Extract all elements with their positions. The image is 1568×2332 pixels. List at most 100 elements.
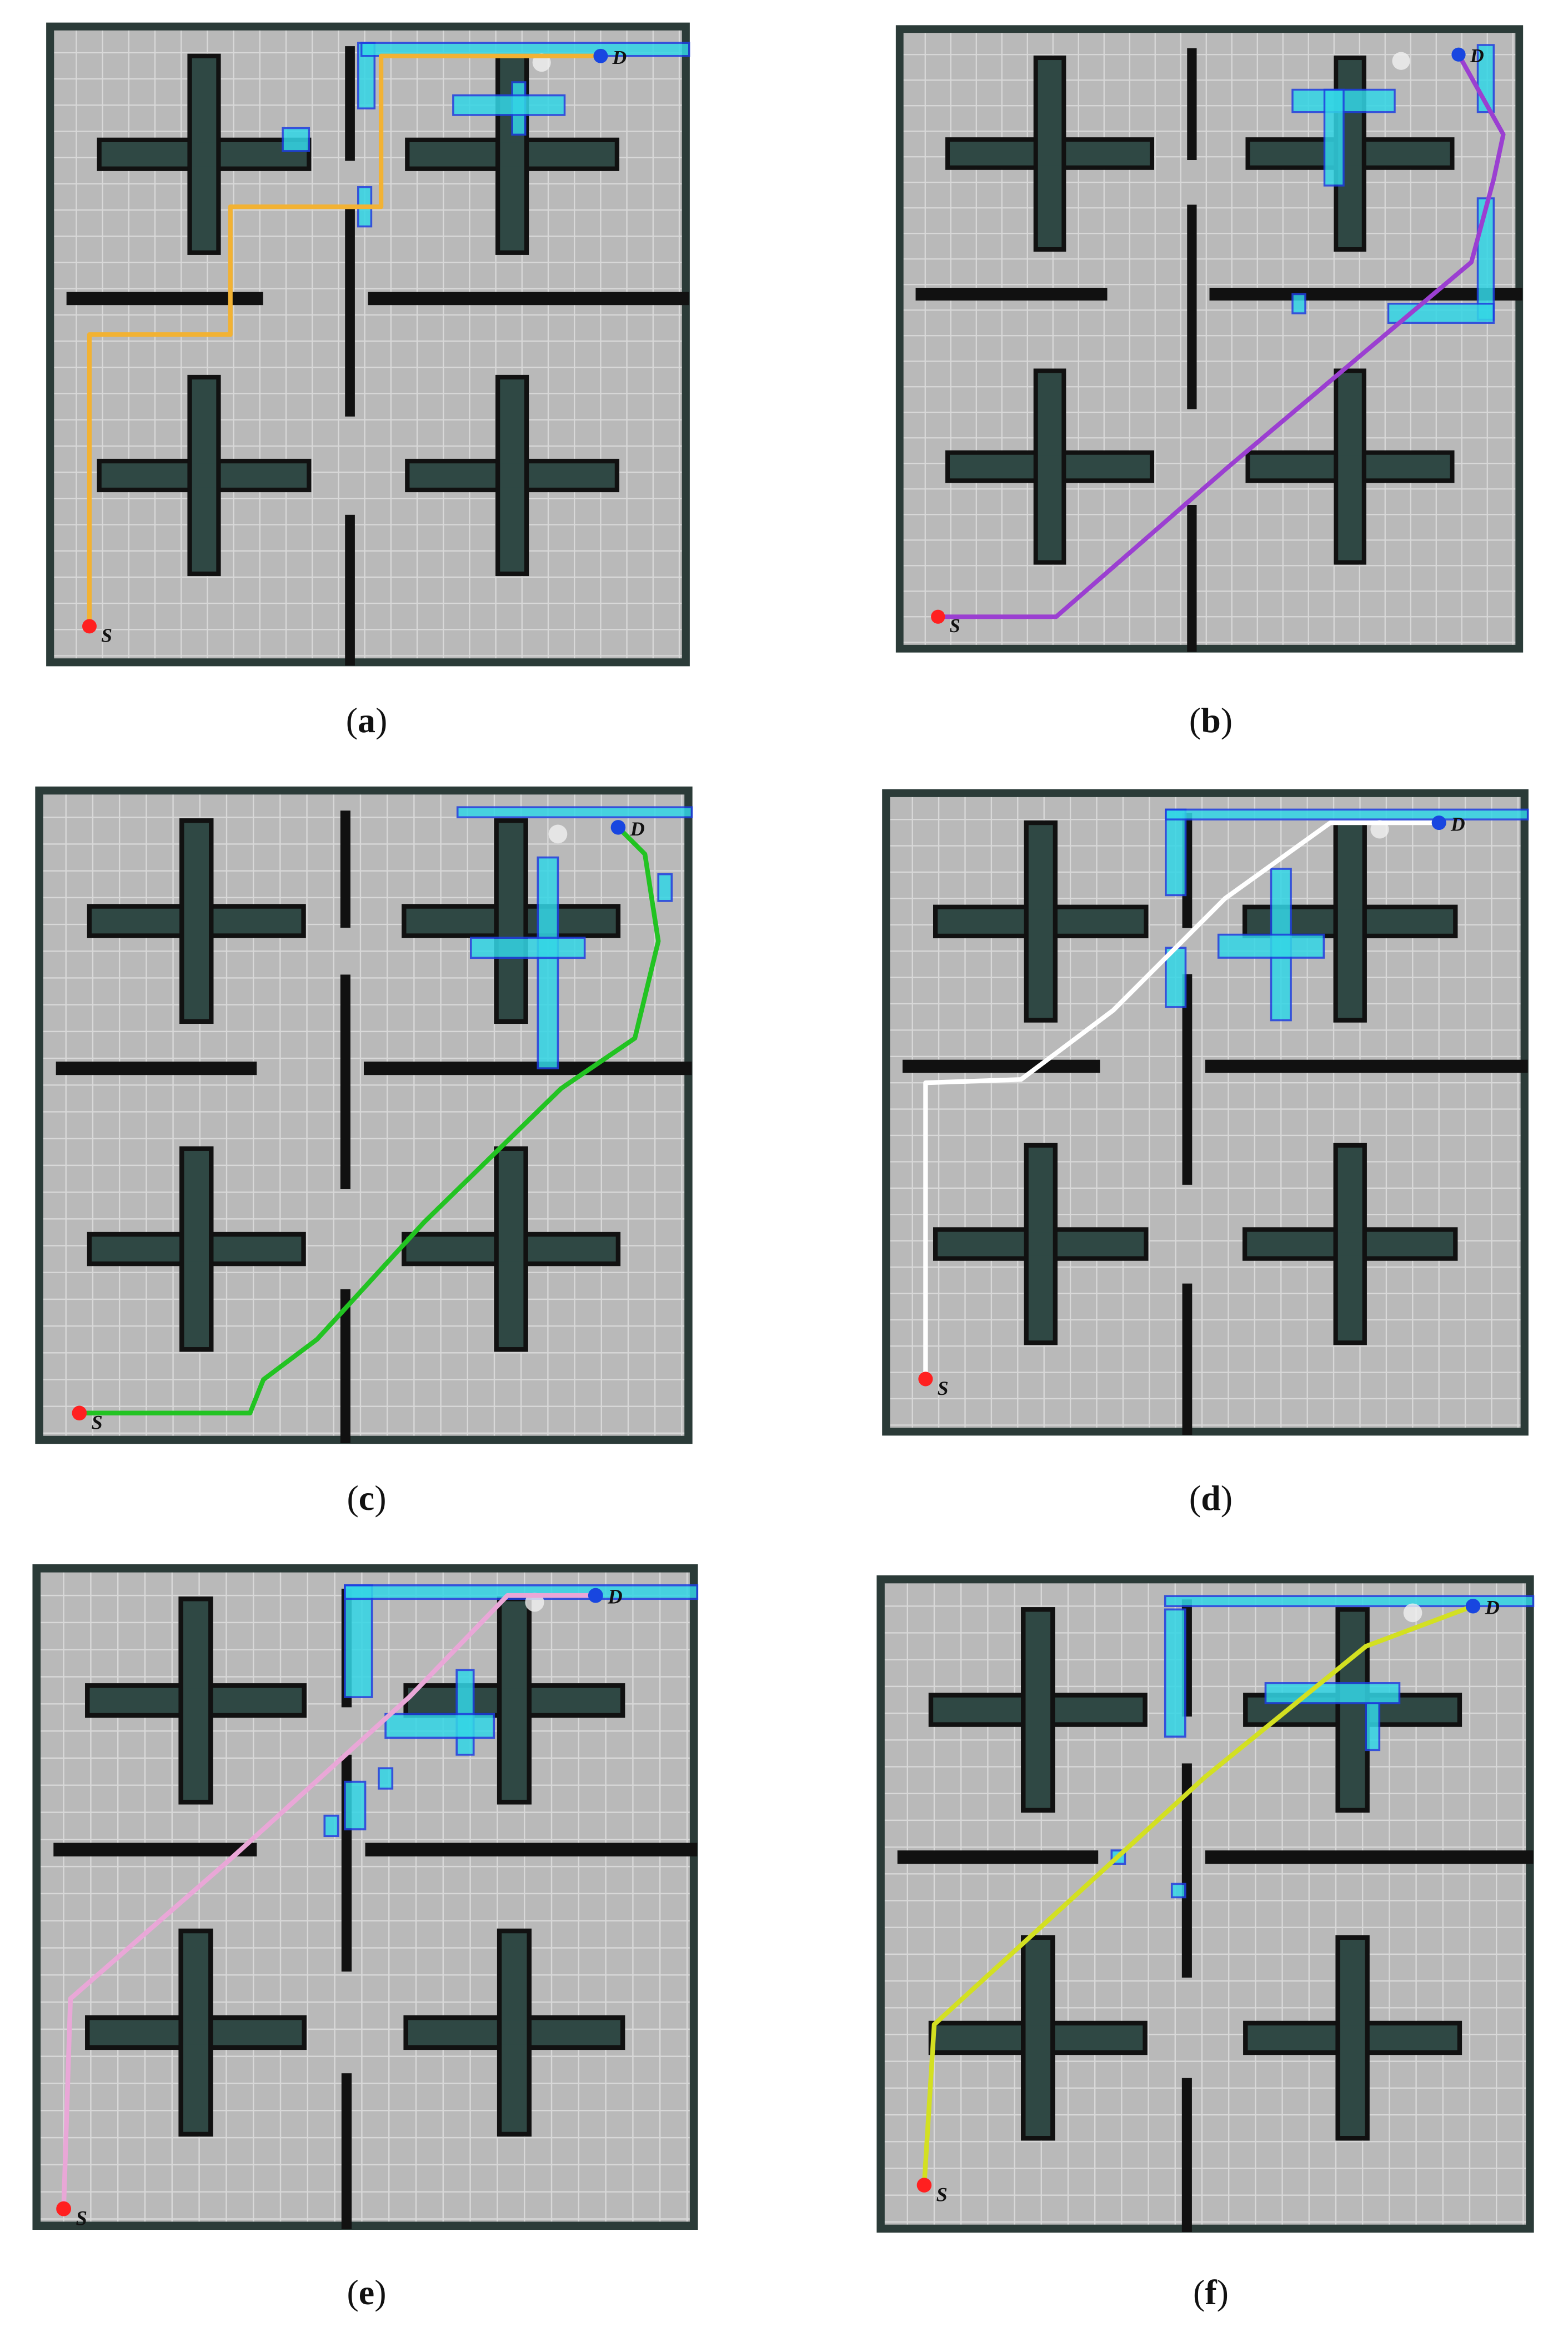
caption-letter-c: c	[358, 1478, 375, 1518]
caption-d: (d)	[1189, 1478, 1233, 1518]
cross-center	[1338, 909, 1362, 934]
cross-obstacle	[928, 1935, 1148, 2141]
cross-obstacle	[1243, 1935, 1462, 2141]
interior-wall	[345, 207, 355, 417]
cross-center	[192, 142, 216, 167]
destination-label: D	[1485, 1597, 1500, 1619]
planned-path	[87, 53, 603, 629]
inflation-zone	[1165, 808, 1529, 820]
cross-obstacle	[1243, 1607, 1462, 1813]
cross-center	[183, 1688, 208, 1713]
inflation-zone	[282, 127, 310, 152]
start-marker	[82, 619, 97, 634]
start-label: S	[936, 2184, 948, 2206]
inflation-zone	[1323, 88, 1345, 187]
interior-wall	[56, 1062, 257, 1075]
cross-center	[1338, 455, 1362, 478]
destination-label: D	[630, 818, 645, 840]
interior-wall	[1182, 974, 1193, 1185]
cross-center	[1026, 2025, 1050, 2050]
map-floor	[880, 1579, 1530, 2229]
cross-obstacle	[85, 1596, 307, 1805]
inflation-zone	[344, 1780, 367, 1830]
interior-wall	[1181, 2078, 1192, 2232]
caption-b: (b)	[1189, 700, 1233, 740]
start-label: S	[76, 2206, 87, 2229]
cross-obstacle	[402, 818, 621, 1024]
cross-center	[500, 463, 524, 488]
inflation-zone	[1476, 197, 1495, 321]
planned-path	[61, 1593, 598, 2211]
caption-letter-f: f	[1205, 2273, 1217, 2312]
cross-obstacle	[1242, 1143, 1458, 1345]
cross-obstacle	[933, 1143, 1149, 1345]
cross-center	[1340, 2025, 1365, 2050]
interior-wall	[1187, 505, 1197, 652]
map-floor	[39, 790, 689, 1440]
map-e: SD	[32, 1564, 699, 2230]
cross-center	[1038, 142, 1061, 166]
cross-obstacle	[945, 368, 1155, 565]
cross-obstacle	[403, 1596, 625, 1805]
start-marker	[56, 2201, 72, 2216]
inflation-zone	[344, 1584, 373, 1698]
cross-obstacle	[405, 374, 620, 577]
inflation-zone	[1291, 293, 1306, 314]
inflation-zone	[378, 1767, 394, 1790]
interior-wall	[340, 974, 350, 1189]
planned-path	[923, 820, 1441, 1382]
cross-center	[499, 909, 523, 933]
outer-wall	[882, 789, 1529, 1436]
cross-obstacle	[402, 1146, 621, 1352]
destination-label: D	[607, 1585, 622, 1608]
destination-marker	[610, 820, 626, 835]
map-d: SD	[882, 789, 1529, 1436]
caption-letter-b: b	[1201, 700, 1221, 740]
interior-wall	[897, 1850, 1099, 1864]
inflation-zone	[657, 873, 673, 902]
interior-wall	[1181, 1763, 1192, 1978]
cross-center	[183, 2020, 208, 2045]
map-floor	[886, 793, 1525, 1432]
interior-wall	[915, 288, 1108, 301]
cross-center	[500, 142, 524, 167]
inflation-zone	[455, 1669, 475, 1756]
destination-marker	[1451, 47, 1466, 62]
destination-label: D	[1450, 813, 1465, 835]
caption-e: (e)	[347, 2273, 387, 2312]
interior-wall	[1187, 204, 1197, 409]
map-floor	[899, 29, 1520, 649]
map-b: SD	[895, 25, 1524, 653]
caption-f: (f)	[1193, 2273, 1229, 2312]
planned-path	[921, 1604, 1476, 2188]
interior-wall	[66, 292, 263, 306]
inflation-zone	[1365, 1702, 1381, 1751]
start-label: S	[938, 1377, 949, 1399]
outer-wall	[32, 1564, 698, 2230]
map-a: SD	[46, 22, 690, 667]
cross-obstacle	[97, 53, 312, 255]
interior-wall	[341, 2073, 352, 2229]
cross-center	[1029, 1232, 1053, 1256]
map-c: SD	[35, 786, 693, 1444]
caption-letter-e: e	[358, 2273, 375, 2312]
planned-path	[77, 825, 661, 1415]
cross-center	[184, 909, 209, 933]
inflation-zone	[1476, 44, 1495, 113]
destination-marker	[1465, 1599, 1481, 1614]
caption-c: (c)	[347, 1478, 387, 1518]
interior-wall	[345, 46, 355, 161]
cross-center	[502, 1688, 527, 1713]
interior-wall	[902, 1059, 1100, 1073]
cross-obstacle	[933, 820, 1149, 1023]
cross-obstacle	[97, 374, 312, 577]
inflation-zone	[1264, 1682, 1401, 1704]
cross-obstacle	[928, 1607, 1148, 1813]
robot-scan-cloud	[1392, 52, 1410, 70]
destination-label: D	[612, 46, 627, 68]
inflation-zone	[469, 937, 586, 959]
cross-obstacle	[87, 818, 306, 1024]
robot-scan-cloud	[1403, 1603, 1422, 1623]
